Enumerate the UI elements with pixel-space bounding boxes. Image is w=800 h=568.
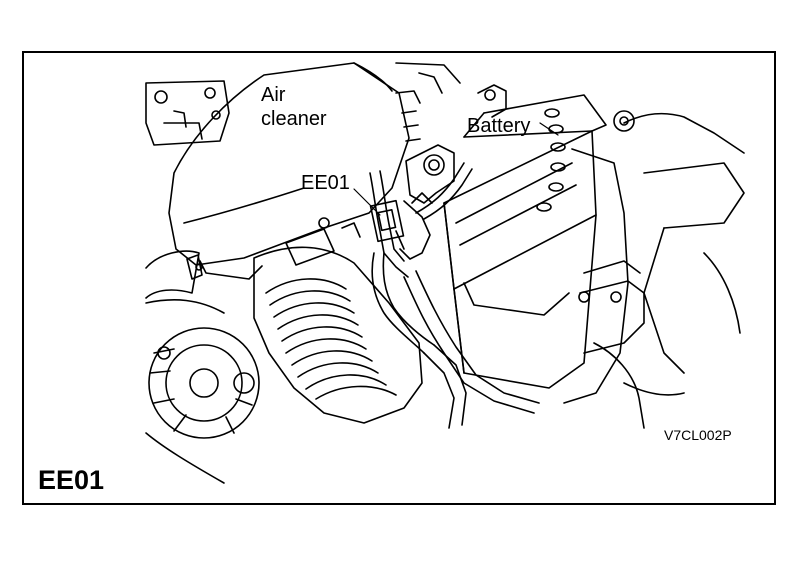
figure-frame: Air cleaner Battery EE01 V7CL002P EE01 <box>22 51 776 505</box>
figure-code: V7CL002P <box>664 427 732 443</box>
leader-line-battery <box>539 122 559 136</box>
connector-label: EE01 <box>301 172 350 194</box>
air-cleaner-label: Air cleaner <box>261 83 327 131</box>
ground-terminal <box>399 144 455 260</box>
air-cleaner-label-line1: Air <box>261 84 286 106</box>
battery-tray <box>395 62 745 429</box>
air-cleaner-housing <box>168 62 421 280</box>
engine-bay-illustration <box>145 62 745 484</box>
battery <box>443 84 607 389</box>
intake-hose <box>253 217 423 424</box>
connector-id-heading: EE01 <box>38 465 105 495</box>
engine-pulley <box>145 250 260 484</box>
leader-line-connector <box>353 188 381 216</box>
engine-bracket <box>145 80 230 146</box>
connector-ee01 <box>369 199 405 250</box>
air-cleaner-label-line2: cleaner <box>261 108 327 130</box>
battery-label: Battery <box>467 115 531 137</box>
